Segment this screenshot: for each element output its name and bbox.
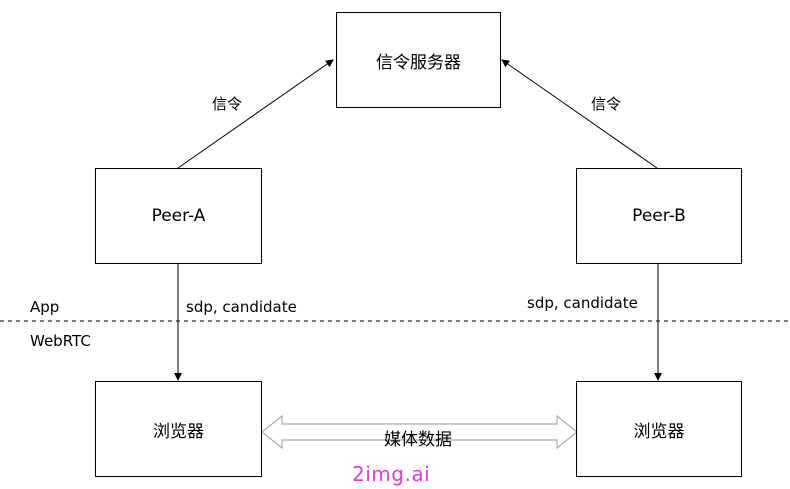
arrow-peer-a-to-server [177, 59, 334, 169]
watermark-text: 2img.ai [352, 462, 431, 486]
media-data-label: 媒体数据 [384, 430, 452, 450]
sdp-left-label: sdp, candidate [186, 298, 297, 316]
signal-server-node: 信令服务器 [336, 12, 501, 108]
browser-right-label: 浏览器 [633, 421, 685, 442]
browser-left-label: 浏览器 [153, 421, 204, 442]
peer-a-label: Peer-A [151, 206, 206, 226]
layer-webrtc-label: WebRTC [30, 332, 91, 350]
peer-b-label: Peer-B [632, 206, 686, 226]
arrow-peer-b-to-server [501, 59, 658, 169]
browser-right-node: 浏览器 [576, 381, 742, 477]
peer-a-node: Peer-A [95, 168, 262, 264]
browser-left-node: 浏览器 [95, 381, 262, 477]
signal-left-label: 信令 [212, 95, 243, 113]
signal-right-label: 信令 [591, 95, 622, 113]
signal-server-label: 信令服务器 [376, 52, 461, 73]
peer-b-node: Peer-B [576, 168, 742, 264]
sdp-right-label: sdp, candidate [527, 294, 638, 312]
layer-app-label: App [30, 298, 60, 316]
